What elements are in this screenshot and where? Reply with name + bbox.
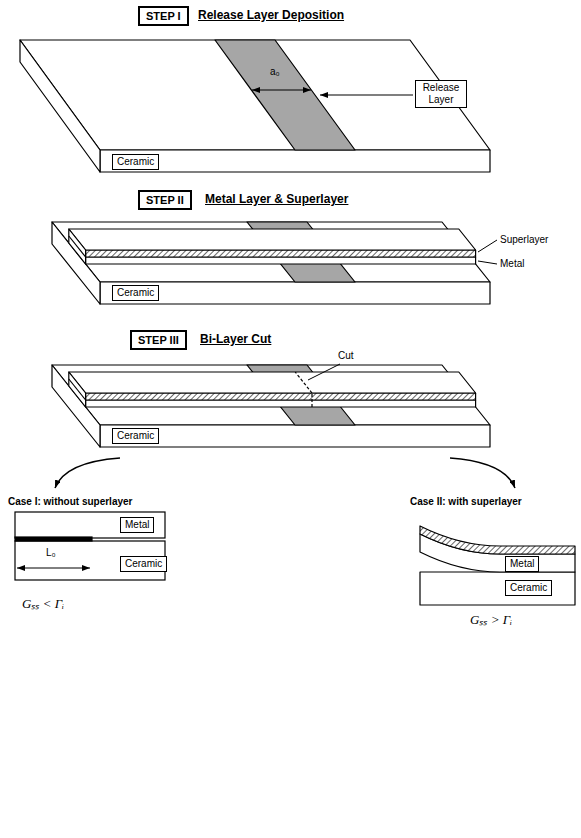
step-box: STEP III: [130, 330, 187, 350]
release-layer: [15, 537, 92, 541]
case-heading: Case II: with superlayer: [410, 496, 522, 508]
material-tag: Ceramic: [112, 154, 159, 170]
node-text: Metal: [510, 558, 534, 570]
step-heading: Release Layer Deposition: [198, 8, 344, 23]
superlayer-top: [69, 229, 476, 250]
slab-top: [20, 40, 490, 150]
cut-line: [311, 393, 312, 407]
branch-arrow: [55, 458, 120, 488]
node-text: Ceramic: [117, 287, 154, 299]
layer-boundary: [69, 379, 86, 400]
slab-top: [52, 365, 490, 425]
node-text: Ceramic: [125, 558, 162, 570]
bilayer-end: [69, 229, 86, 264]
slab-side: [20, 40, 100, 172]
slab-top: [52, 222, 490, 282]
metal-front: [86, 257, 476, 264]
dimension-label: a₀: [270, 66, 280, 78]
callout-box: Release Layer: [415, 80, 467, 108]
superlayer-top: [69, 372, 476, 393]
slab-front: [100, 282, 490, 304]
branch-arrow: [450, 458, 515, 488]
metal-layer: [15, 512, 165, 538]
material-tag: Metal: [505, 556, 539, 572]
ceramic-slab: [20, 40, 490, 172]
node-text: Ceramic: [117, 156, 154, 168]
length-dimension: [17, 568, 90, 569]
ceramic-slab: [52, 222, 490, 304]
ceramic-slab: [52, 365, 490, 447]
bilayer-end: [69, 372, 86, 407]
step-box: STEP II: [138, 190, 192, 210]
case-heading: Case I: without superlayer: [8, 496, 132, 508]
width-dimension: [252, 90, 311, 91]
case-two-section: [420, 526, 575, 605]
leader-line: [478, 240, 497, 252]
node-text: Release Layer: [420, 82, 462, 106]
slab-front: [100, 425, 490, 447]
leader-line: [308, 364, 340, 380]
step-heading: Bi-Layer Cut: [200, 332, 271, 347]
cut-line: [295, 372, 312, 393]
part-label: Metal: [500, 258, 524, 270]
material-tag: Ceramic: [505, 580, 552, 596]
dimension-label: L₀: [46, 547, 56, 559]
superlayer-front: [86, 250, 476, 257]
layer-boundary: [69, 236, 86, 257]
leader-line: [478, 261, 497, 264]
node-text: Ceramic: [117, 430, 154, 442]
material-tag: Ceramic: [112, 428, 159, 444]
material-tag: Metal: [120, 517, 154, 533]
step-heading: Metal Layer & Superlayer: [205, 192, 348, 207]
part-label: Cut: [338, 350, 354, 362]
node-text: Ceramic: [510, 582, 547, 594]
condition-formula: Gₛₛ < Γᵢ: [22, 596, 64, 612]
condition-formula: Gₛₛ > Γᵢ: [470, 612, 512, 628]
superlayer-front: [86, 393, 476, 400]
superlayer: [420, 526, 575, 554]
slab-front: [100, 150, 490, 172]
material-tag: Ceramic: [112, 285, 159, 301]
node-text: STEP II: [146, 193, 184, 207]
node-text: Metal: [125, 519, 149, 531]
ceramic-block: [420, 572, 575, 605]
leader-arrow: [320, 94, 413, 95]
ceramic-block: [15, 541, 165, 580]
step-box: STEP I: [138, 6, 189, 26]
material-tag: Ceramic: [120, 556, 167, 572]
metal-front: [86, 400, 476, 407]
part-label: Superlayer: [500, 234, 548, 246]
node-text: STEP III: [138, 333, 179, 347]
node-text: STEP I: [146, 9, 181, 23]
